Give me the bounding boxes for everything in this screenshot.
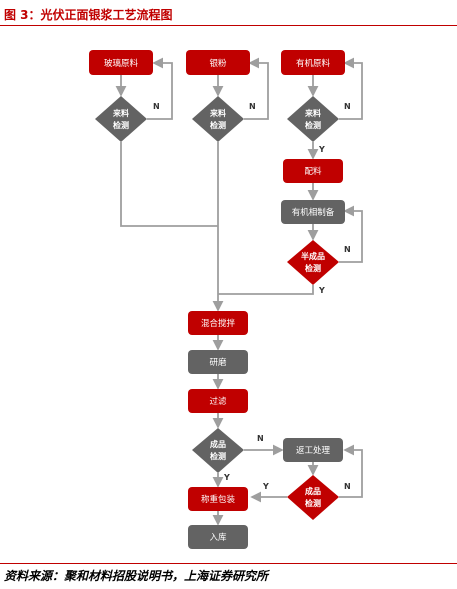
svg-text:过滤: 过滤 xyxy=(209,396,227,407)
svg-text:配料: 配料 xyxy=(304,166,322,177)
label-n-3: N xyxy=(344,102,351,111)
svg-text:入库: 入库 xyxy=(209,532,227,543)
svg-text:来料: 来料 xyxy=(112,108,129,118)
label-y-3: Y xyxy=(318,145,325,154)
svg-text:成品: 成品 xyxy=(210,439,226,449)
svg-text:玻璃原料: 玻璃原料 xyxy=(104,58,139,69)
diamond-incoming-check-3: 来料 检测 xyxy=(287,96,339,142)
box-organic-raw: 有机原料 xyxy=(281,50,345,75)
source-note: 资料来源：聚和材料招股说明书，上海证券研究所 xyxy=(4,569,269,583)
box-grinding: 研磨 xyxy=(188,350,248,374)
diamond-product-recheck: 成品 检测 xyxy=(287,475,339,520)
svg-text:来料: 来料 xyxy=(209,108,226,118)
figure-title: 图 3：光伏正面银浆工艺流程图 xyxy=(4,8,173,22)
svg-text:检测: 检测 xyxy=(305,263,321,273)
label-n-1: N xyxy=(153,102,160,111)
label-n-product: N xyxy=(257,434,264,443)
diamond-semi-product-check: 半成品 检测 xyxy=(287,240,339,285)
svg-text:有机相制备: 有机相制备 xyxy=(292,207,335,218)
box-silver-powder: 银粉 xyxy=(186,50,250,75)
connectors xyxy=(115,57,363,526)
svg-text:检测: 检测 xyxy=(113,120,129,130)
box-glass-raw: 玻璃原料 xyxy=(89,50,153,75)
svg-text:混合搅拌: 混合搅拌 xyxy=(201,318,236,329)
svg-text:成品: 成品 xyxy=(305,486,321,496)
svg-text:检测: 检测 xyxy=(210,120,226,130)
svg-text:检测: 检测 xyxy=(210,451,226,461)
box-batching: 配料 xyxy=(283,159,343,183)
diamond-product-check: 成品 检测 xyxy=(192,428,244,473)
label-n-recheck: N xyxy=(344,482,351,491)
box-weigh-pack: 称重包装 xyxy=(188,487,248,511)
box-filtering: 过滤 xyxy=(188,389,248,413)
label-y-recheck: Y xyxy=(262,482,269,491)
svg-text:研磨: 研磨 xyxy=(209,357,227,368)
label-n-semi: N xyxy=(344,245,351,254)
svg-text:检测: 检测 xyxy=(305,120,321,130)
box-storage: 入库 xyxy=(188,525,248,549)
label-y-semi: Y xyxy=(318,286,325,295)
source-rule xyxy=(0,563,457,564)
box-organic-phase-prep: 有机相制备 xyxy=(281,200,345,224)
svg-text:来料: 来料 xyxy=(304,108,321,118)
box-mixing: 混合搅拌 xyxy=(188,311,248,335)
label-n-2: N xyxy=(249,102,256,111)
diamond-incoming-check-1: 来料 检测 xyxy=(95,96,147,142)
box-rework: 返工处理 xyxy=(283,438,343,462)
diamond-incoming-check-2: 来料 检测 xyxy=(192,96,244,142)
svg-text:银粉: 银粉 xyxy=(209,58,227,69)
svg-text:有机原料: 有机原料 xyxy=(296,58,331,69)
svg-text:检测: 检测 xyxy=(305,498,321,508)
svg-text:称重包装: 称重包装 xyxy=(201,494,236,505)
label-y-product: Y xyxy=(223,473,230,482)
svg-text:返工处理: 返工处理 xyxy=(296,445,331,456)
title-rule xyxy=(0,25,457,26)
svg-text:半成品: 半成品 xyxy=(301,251,325,261)
